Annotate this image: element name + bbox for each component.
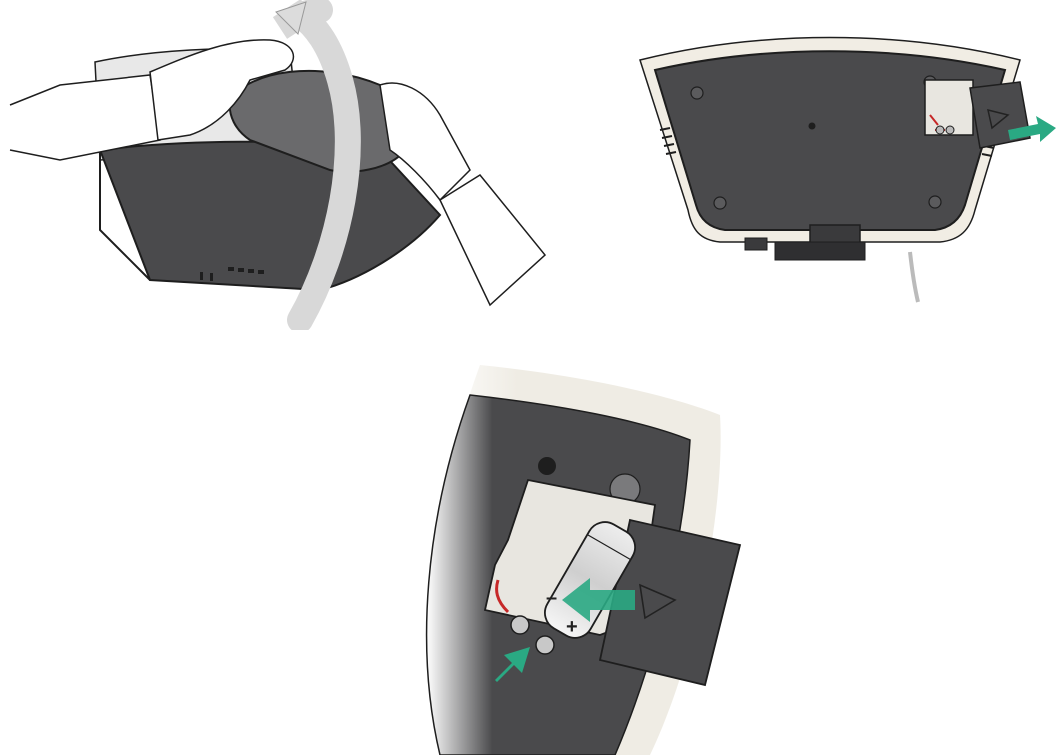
- terminal-left: [511, 616, 529, 634]
- terminal-right: [536, 636, 554, 654]
- step-flip-unit-panel: [0, 0, 560, 330]
- foot-top-left: [691, 87, 703, 99]
- step-insert-battery-panel: – +: [400, 350, 780, 755]
- foot-bottom-right: [929, 196, 941, 208]
- battery-plus-label: +: [566, 616, 578, 638]
- right-sleeve: [440, 175, 545, 305]
- center-hole: [809, 123, 816, 130]
- power-cord: [910, 252, 918, 302]
- flip-unit-illustration: [0, 0, 560, 330]
- battery-minus-label: –: [546, 587, 557, 609]
- battery-detail-illustration: – +: [400, 350, 780, 755]
- foot-bottom-left: [714, 197, 726, 209]
- unit-body: [100, 142, 440, 290]
- rear-view-illustration: [600, 20, 1062, 310]
- rear-body: [655, 51, 1005, 230]
- detail-hole: [538, 457, 556, 475]
- battery-door: [970, 82, 1030, 148]
- step-remove-door-panel: [600, 20, 1062, 310]
